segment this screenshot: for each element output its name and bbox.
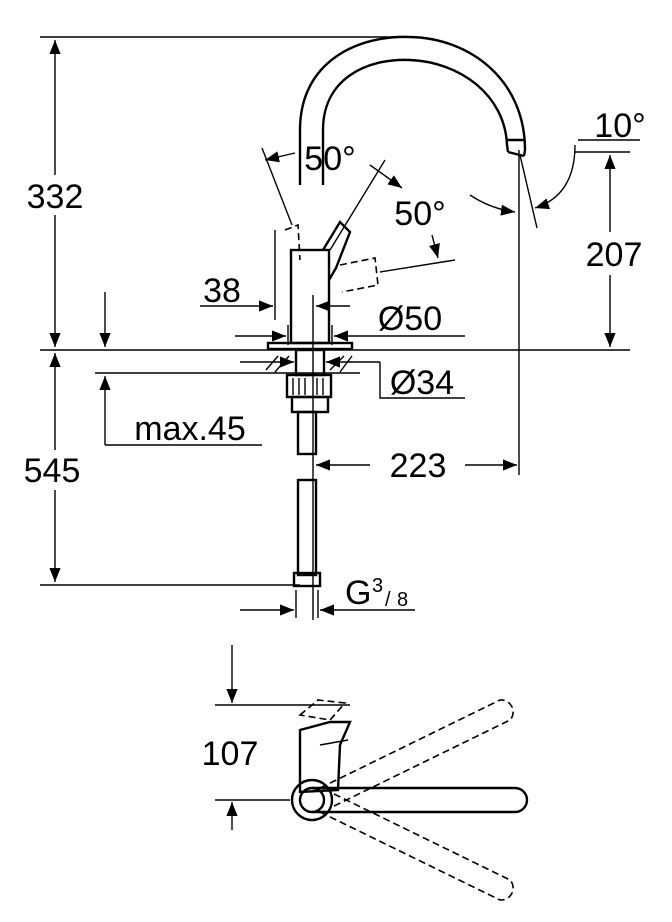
- dimension-spout-angle: 10°: [469, 107, 646, 229]
- dimension-total-height: 332: [15, 40, 95, 347]
- label-207: 207: [586, 236, 643, 274]
- dimension-spout-reach: 223: [316, 150, 520, 485]
- label-thread-denominator: 8: [397, 589, 408, 611]
- lever-dashed-left: [284, 223, 301, 261]
- label-50-degrees-right: 50°: [394, 195, 445, 233]
- dimension-below-counter: 545: [15, 353, 95, 582]
- label-diameter-50: Ø50: [378, 300, 442, 338]
- label-diameter-34: Ø34: [390, 364, 454, 402]
- faucet-body: [289, 248, 331, 345]
- label-332: 332: [27, 178, 84, 216]
- label-107: 107: [202, 735, 259, 773]
- label-10-degrees: 10°: [594, 107, 645, 145]
- label-50-degrees-left: 50°: [304, 140, 355, 178]
- dimension-base-diameter: Ø50: [235, 300, 465, 345]
- dimension-spout-height: 207: [575, 151, 643, 347]
- lever: [321, 220, 352, 281]
- lever-dashed-right: [339, 257, 379, 293]
- label-thread-g: G: [345, 574, 371, 612]
- dimension-connection-thread: G 3 / 8: [240, 574, 415, 618]
- label-38: 38: [203, 272, 241, 310]
- label-thread-numerator: 3: [372, 575, 383, 597]
- faucet-spout: [298, 35, 527, 185]
- label-max-45: max.45: [134, 410, 246, 448]
- dimension-lever-angles: 50° 50°: [261, 140, 456, 273]
- label-223: 223: [390, 447, 447, 485]
- dimension-max-thickness: max.45: [99, 292, 262, 448]
- supply-hose: [292, 410, 322, 588]
- svg-text:/: /: [385, 589, 391, 611]
- dimension-lever-offset: 38: [200, 230, 350, 320]
- dimension-hole-diameter: Ø34: [240, 356, 465, 402]
- plan-view: 107: [202, 645, 529, 901]
- mounting-shank: [265, 348, 353, 414]
- label-545: 545: [24, 452, 81, 490]
- base-plate: [266, 341, 354, 351]
